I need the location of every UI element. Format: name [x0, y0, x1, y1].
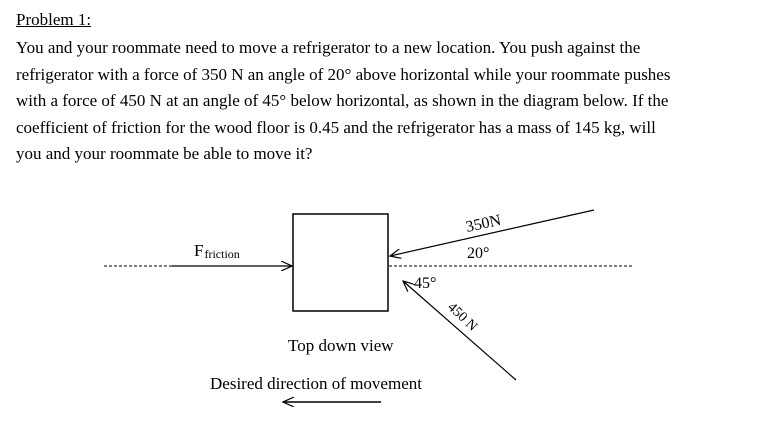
friction-label: Ffriction	[194, 241, 240, 261]
force-450-arrow	[403, 281, 517, 381]
force-450-label: 450 N	[444, 300, 480, 335]
problem-line-4: coefficient of friction for the wood flo…	[16, 117, 656, 137]
problem-heading: Problem 1:	[16, 10, 92, 29]
direction-label: Desired direction of movement	[210, 374, 422, 393]
view-label: Top down view	[288, 336, 394, 355]
angle-20-label: 20°	[467, 245, 489, 262]
problem-line-1: You and your roommate need to move a ref…	[16, 38, 641, 57]
problem-statement: You and your roommate need to move a ref…	[16, 35, 772, 168]
force-350-arrow	[390, 209, 595, 256]
problem-line-5: you and your roommate be able to move it…	[16, 144, 313, 163]
refrigerator-box	[292, 213, 389, 312]
problem-line-2: refrigerator with a force of 350 N an an…	[16, 64, 671, 84]
angle-45-label: 45°	[414, 275, 436, 292]
problem-line-3: with a force of 450 N at an angle of 45°…	[16, 91, 669, 110]
